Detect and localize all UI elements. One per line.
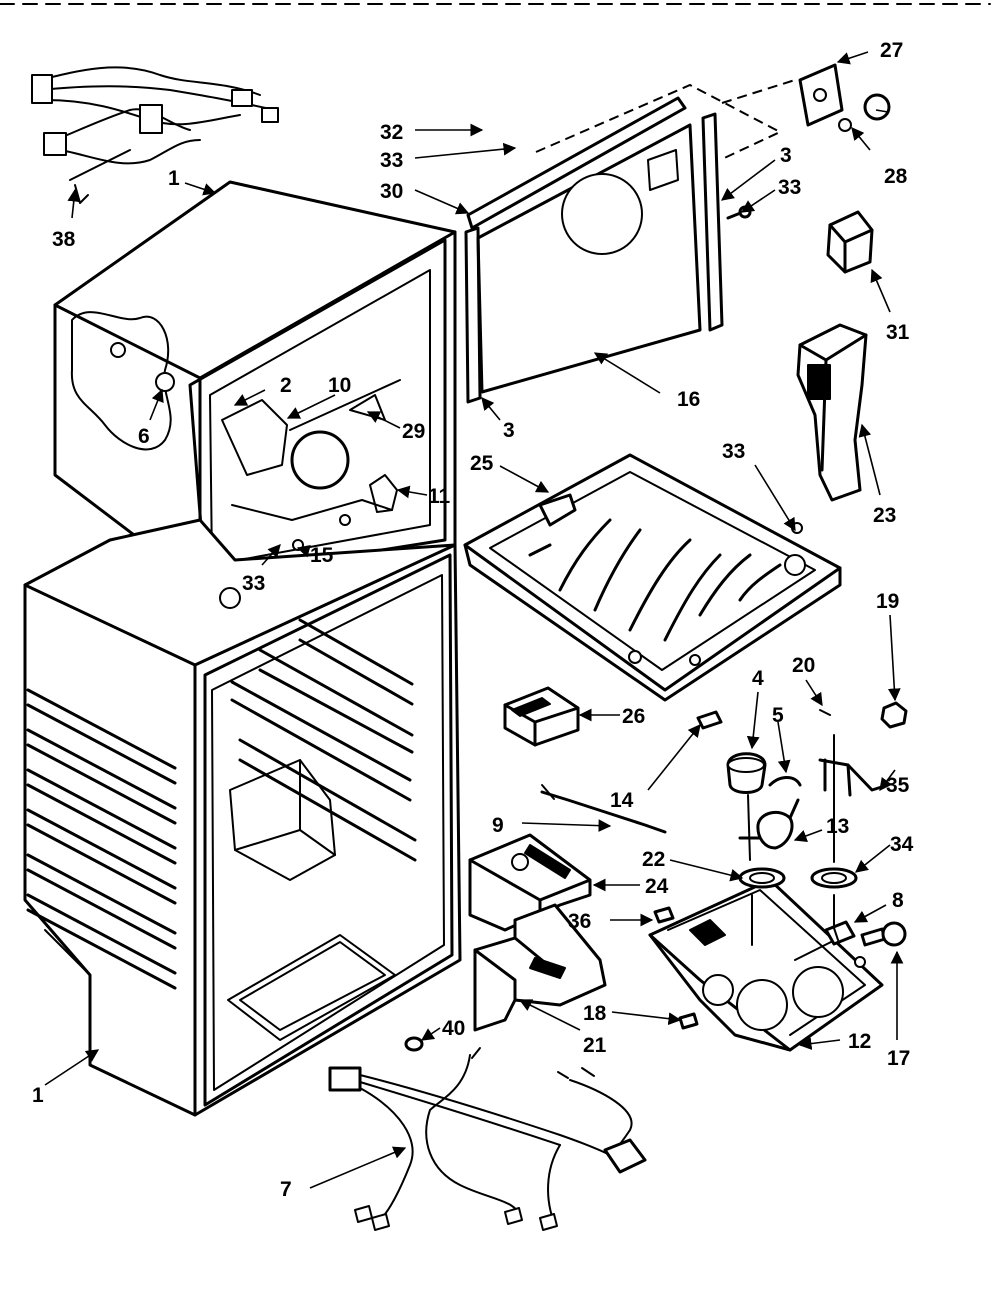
callout-20: 20 [792,654,815,677]
lower-duct [473,903,607,1032]
cover-plate [721,63,891,132]
callout-22: 22 [642,848,665,871]
callout-11: 11 [428,485,451,508]
freezer-liner [53,180,457,587]
control-housing [796,323,868,502]
pan-cover-tray [463,453,842,702]
callout-33-liner: 33 [242,572,265,595]
callout-30: 30 [380,180,403,203]
motor-assembly [503,686,580,747]
callout-34: 34 [890,833,914,856]
callout-33-top: 33 [380,149,403,172]
callout-2: 2 [280,374,292,397]
callout-26: 26 [622,705,645,728]
callout-14: 14 [610,789,634,812]
callout-25: 25 [470,452,494,475]
callout-12: 12 [848,1030,871,1053]
callout-27: 27 [880,39,903,62]
lower-wiring-harness [328,1036,647,1231]
air-duct-assembly [468,833,592,932]
callout-38: 38 [52,228,76,251]
callout-33-right: 33 [778,176,801,199]
callout-8: 8 [892,889,904,912]
callout-3-right: 3 [780,144,792,167]
callout-24: 24 [645,875,669,898]
callout-10: 10 [328,374,351,397]
fresh-food-liner [23,518,462,1117]
callout-35: 35 [886,774,910,797]
sensor-wire [540,784,667,834]
callout-36: 36 [568,910,591,933]
callout-17: 17 [887,1047,910,1070]
callout-21: 21 [583,1034,607,1057]
callout-33-tray: 33 [722,440,745,463]
callout-32: 32 [380,121,403,144]
callout-7: 7 [280,1178,292,1201]
control-button [826,210,874,274]
callout-3-left: 3 [503,419,515,442]
callout-4: 4 [752,667,764,690]
divider-panel [464,83,783,404]
callout-13: 13 [826,815,849,838]
callout-31: 31 [886,321,910,344]
callout-29: 29 [402,420,425,443]
callout-6: 6 [138,425,150,448]
right-side-parts [653,701,908,1030]
callout-labels: 1 1 2 3 3 4 5 6 7 8 9 10 11 12 13 14 15 … [32,39,914,1201]
callout-28: 28 [884,165,908,188]
leader-lines [44,51,904,1189]
callout-19: 19 [876,590,899,613]
callout-9: 9 [492,814,504,837]
callout-5: 5 [772,704,784,727]
callout-1-upper: 1 [168,167,180,190]
callout-23: 23 [873,504,896,527]
callout-15: 15 [310,544,334,567]
callout-1-lower: 1 [32,1084,44,1107]
upper-wiring-harness [31,66,279,204]
clip [696,710,723,730]
callout-18: 18 [583,1002,607,1025]
callout-40: 40 [442,1017,465,1040]
callout-16: 16 [677,388,700,411]
base-housing [648,878,884,1052]
